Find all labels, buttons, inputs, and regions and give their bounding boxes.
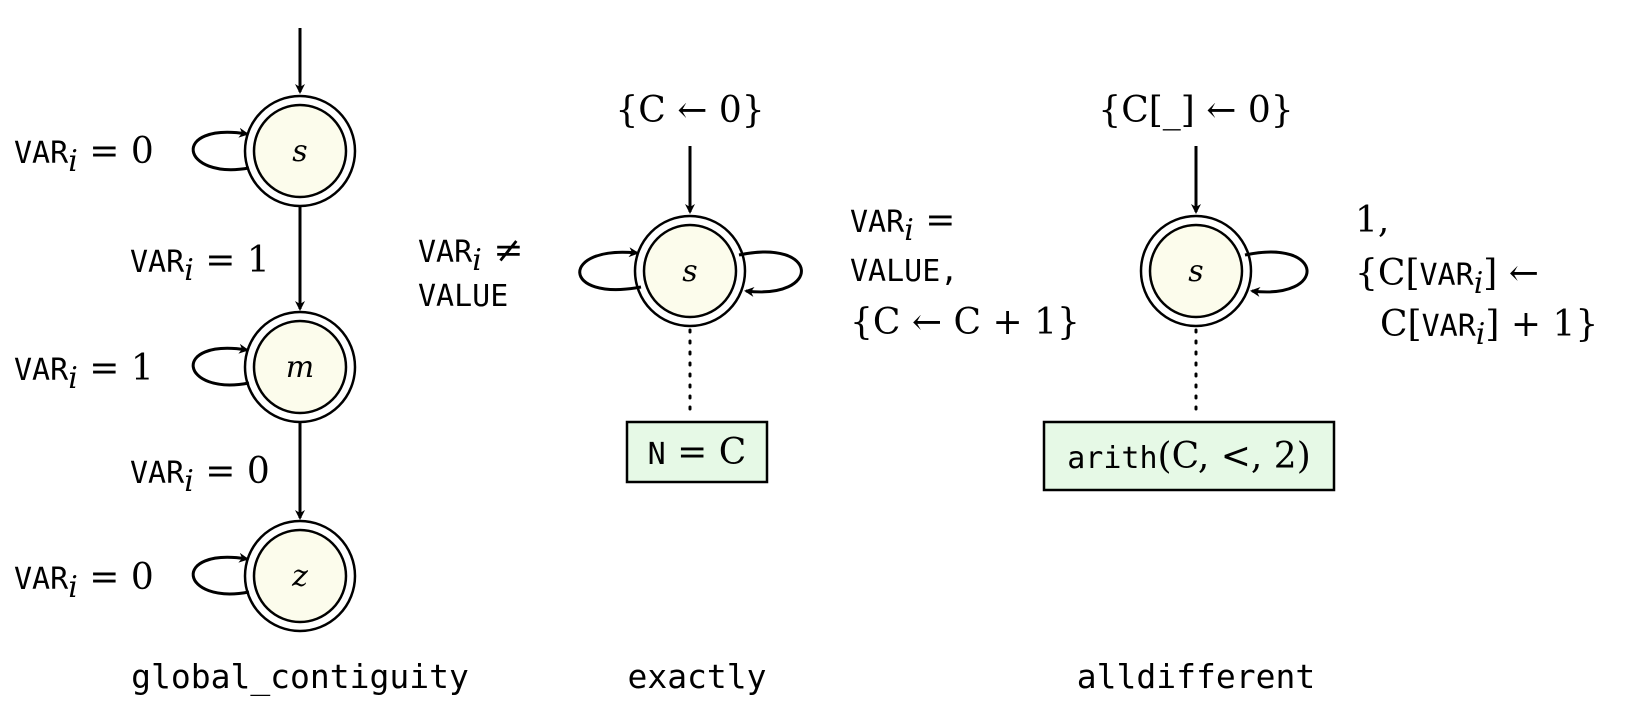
label-m-self: VARi = 1 <box>14 348 154 396</box>
label-s-to-m: VARi = 1 <box>130 240 270 288</box>
automaton-global-contiguity: s VARi = 0 VARi = 1 m VARi = 1 VARi = 0 <box>14 28 469 697</box>
state-s[interactable]: s <box>243 94 357 208</box>
caption-global-contiguity: global_contiguity <box>131 657 469 697</box>
state-z[interactable]: z <box>243 519 357 633</box>
state-m[interactable]: m <box>243 310 357 424</box>
state-s-alldifferent-label: s <box>1188 254 1203 289</box>
init-alldifferent: {C[_] ← 0} <box>1098 90 1293 131</box>
self-loop-right-exactly[interactable] <box>738 250 803 297</box>
label-z-self: VARi = 0 <box>14 557 154 605</box>
label-right-alldifferent-line2: {C[VARi] ← <box>1355 253 1539 301</box>
label-right-exactly-line1: VARi = <box>850 200 955 248</box>
self-loop-right-alldifferent[interactable] <box>1244 250 1309 297</box>
init-exactly: {C ← 0} <box>615 90 764 131</box>
automaton-alldifferent: {C[_] ← 0} s 1, {C[VARi] ← C[VARi] + 1} … <box>1042 90 1598 696</box>
state-m-label: m <box>286 350 314 385</box>
caption-alldifferent: alldifferent <box>1077 657 1315 696</box>
label-left-exactly-line2: VALUE <box>418 279 508 314</box>
self-loop-m[interactable] <box>191 343 250 387</box>
label-right-alldifferent-line1: 1, <box>1355 200 1389 241</box>
state-s-label: s <box>292 134 307 169</box>
self-loop-z[interactable] <box>191 552 250 596</box>
state-s-exactly[interactable]: s <box>633 214 747 328</box>
label-right-exactly-line2: VALUE, <box>850 254 958 289</box>
state-s-exactly-label: s <box>682 254 697 289</box>
acceptance-box-alldifferent <box>1042 420 1336 492</box>
automaton-exactly: {C ← 0} s VARi ≠ VALUE VARi = VALUE, {C … <box>418 90 1080 696</box>
label-left-exactly-line1: VARi ≠ <box>418 230 523 278</box>
self-loop-left-exactly[interactable] <box>578 247 642 291</box>
label-right-exactly-line3: {C ← C + 1} <box>850 302 1080 343</box>
label-m-to-z: VARi = 0 <box>130 451 270 499</box>
label-s-self: VARi = 0 <box>14 131 154 179</box>
acceptance-alldifferent-label: arith(C, <, 2) <box>1067 436 1311 477</box>
caption-exactly: exactly <box>627 657 766 696</box>
acceptance-box-exactly <box>625 420 769 484</box>
label-right-alldifferent-line3: C[VARi] + 1} <box>1380 304 1598 352</box>
acceptance-exactly-label: N = C <box>648 432 747 473</box>
state-z-label: z <box>291 559 308 594</box>
state-s-alldifferent[interactable]: s <box>1139 214 1253 328</box>
self-loop-s[interactable] <box>191 127 250 172</box>
